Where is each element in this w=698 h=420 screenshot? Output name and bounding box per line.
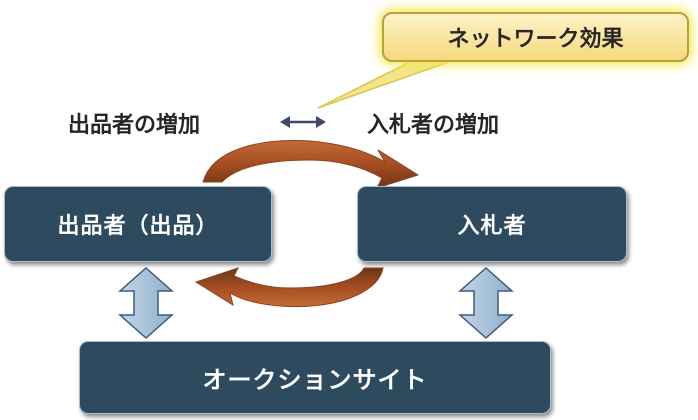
network-effect-callout: ネットワーク効果 bbox=[382, 12, 689, 62]
seller-increase-label: 出品者の増加 bbox=[68, 113, 201, 138]
seller-box-label: 出品者（出品） bbox=[57, 214, 219, 239]
callout-text: ネットワーク効果 bbox=[447, 27, 624, 52]
right-vertical-arrow bbox=[458, 266, 514, 340]
double-arrow-icon bbox=[280, 116, 326, 128]
callout-pointer bbox=[317, 57, 461, 109]
bidder-increase-label: 入札者の増加 bbox=[367, 113, 500, 138]
auction-site-box-label: オークションサイト bbox=[202, 366, 428, 394]
left-vertical-arrow bbox=[118, 266, 174, 340]
bidder-box-label: 入札者 bbox=[457, 214, 527, 239]
seller-box: 出品者（出品） bbox=[4, 186, 272, 262]
auction-site-box: オークションサイト bbox=[79, 341, 551, 414]
bottom-cycle-arrow bbox=[194, 267, 384, 308]
top-cycle-arrow bbox=[202, 140, 420, 189]
bidder-box: 入札者 bbox=[357, 186, 627, 262]
